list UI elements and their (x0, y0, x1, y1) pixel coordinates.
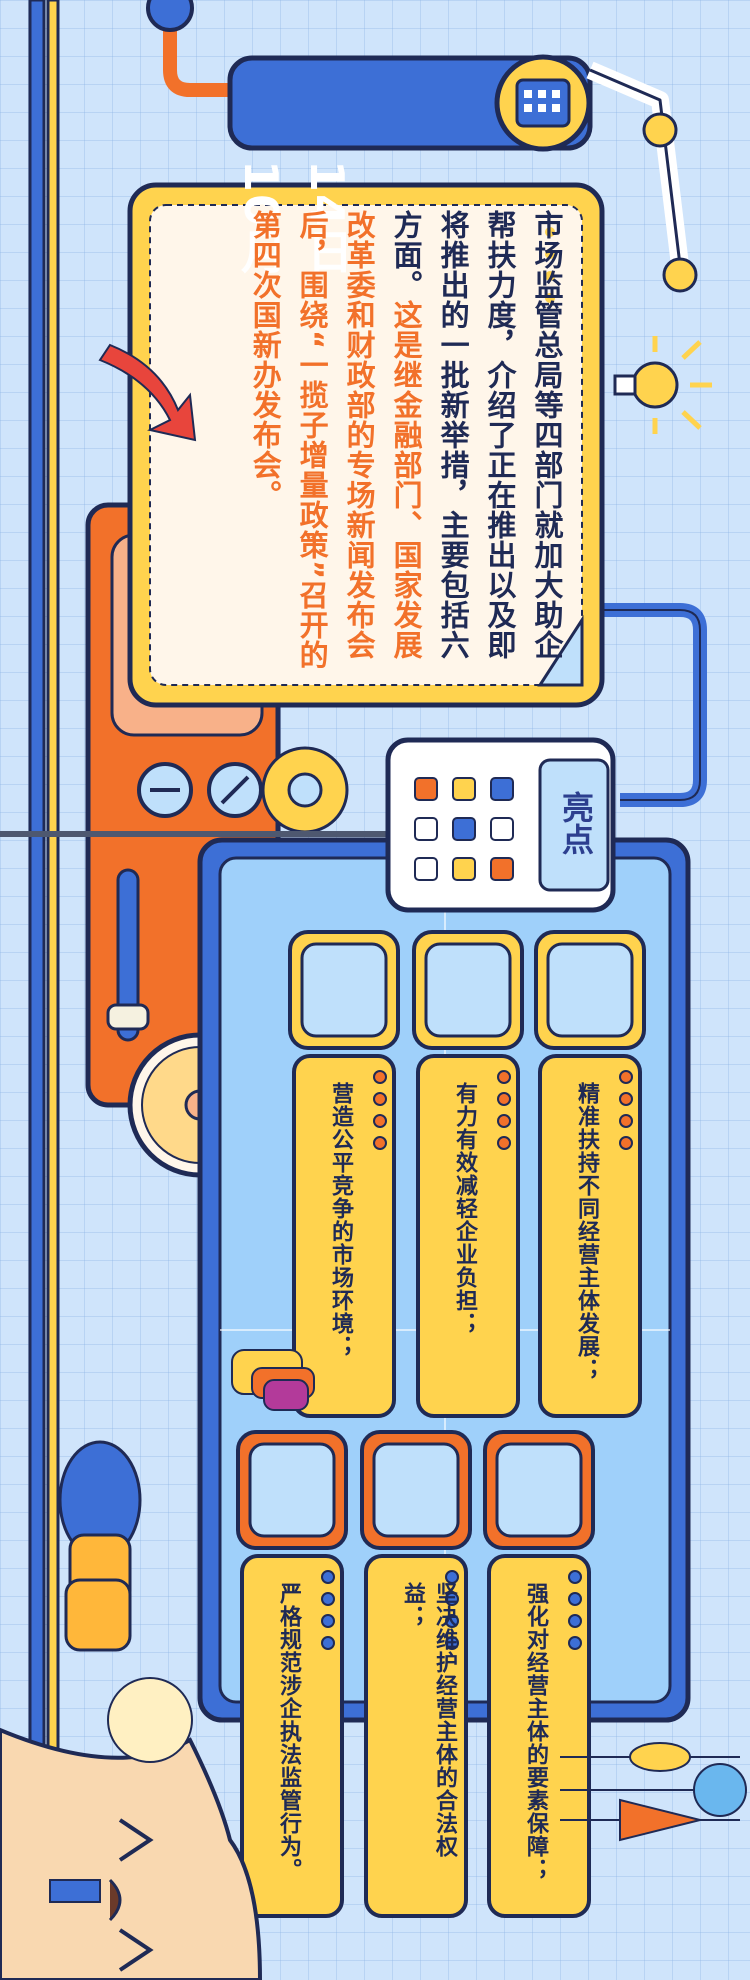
card-dot (321, 1592, 335, 1606)
crown-icon (372, 1442, 460, 1538)
tag-icon (231, 1349, 315, 1411)
handshake-icon (546, 942, 634, 1038)
highlight-label: 精准扶持不同经营主体发展； (574, 1082, 599, 1381)
date-month: 10月 (234, 159, 288, 276)
card-dot (373, 1114, 387, 1128)
card-dot (619, 1070, 633, 1084)
date-day: 14日 (300, 159, 354, 276)
highlight-label: 强化对经营主体的要素保障； (523, 1582, 548, 1881)
card-dot (373, 1070, 387, 1084)
card-dot (373, 1136, 387, 1150)
umbrella-icon (495, 1442, 583, 1538)
card-dot (568, 1614, 582, 1628)
card-dot (568, 1592, 582, 1606)
card-dot (373, 1092, 387, 1106)
highlight-card (416, 1054, 520, 1418)
gavel-icon (248, 1442, 336, 1538)
character-illustration (0, 1677, 263, 1980)
intro-paragraph: 市场监管总局等四部门就加大助企帮扶力度，介绍了正在推出以及即将推出的一批新举措，… (170, 210, 570, 680)
highlight-card (487, 1554, 591, 1918)
highlight-card (364, 1554, 468, 1918)
card-dot (619, 1092, 633, 1106)
highlight-label: 营造公平竞争的市场环境； (328, 1082, 353, 1358)
highlight-card (292, 1054, 396, 1418)
scales-icon (300, 942, 388, 1038)
card-dot (619, 1114, 633, 1128)
tree-icon (560, 1742, 747, 1842)
calendar-icon (494, 54, 592, 152)
card-dot (445, 1592, 459, 1606)
highlight-label: 坚决维护经营主体的合法权益； (400, 1582, 457, 1858)
card-dot (497, 1092, 511, 1106)
card-dot (321, 1614, 335, 1628)
coins-icon (58, 1440, 142, 1652)
highlight-label: 有力有效减轻企业负担； (452, 1082, 477, 1335)
date-display: 10月 14日 (228, 58, 354, 286)
highlight-card (538, 1054, 642, 1418)
card-dot (568, 1636, 582, 1650)
card-dot (497, 1114, 511, 1128)
card-dot (497, 1070, 511, 1084)
light-bulb-icon (613, 336, 712, 434)
highlights-title: 亮点 (557, 791, 595, 855)
card-dot (445, 1614, 459, 1628)
keypad-icon (414, 777, 514, 881)
card-dot (619, 1136, 633, 1150)
card-dot (445, 1570, 459, 1584)
highlight-card (240, 1554, 344, 1918)
gear-icon (261, 746, 349, 834)
card-dot (497, 1136, 511, 1150)
card-dot (321, 1636, 335, 1650)
intro-highlight-text: 这是继金融部门、国家发展改革委和财政部的专场新闻发布会后，围绕“一揽子增量政策”… (248, 210, 424, 671)
card-dot (321, 1570, 335, 1584)
card-dot (568, 1570, 582, 1584)
intro-text: 市场监管总局等四部门就加大助企帮扶力度，介绍了正在推出以及即将推出的一批新举措，… (389, 210, 564, 660)
card-dot (445, 1636, 459, 1650)
minus-circle-icon (424, 942, 512, 1038)
highlight-label: 严格规范涉企执法监管行为。 (276, 1582, 301, 1881)
